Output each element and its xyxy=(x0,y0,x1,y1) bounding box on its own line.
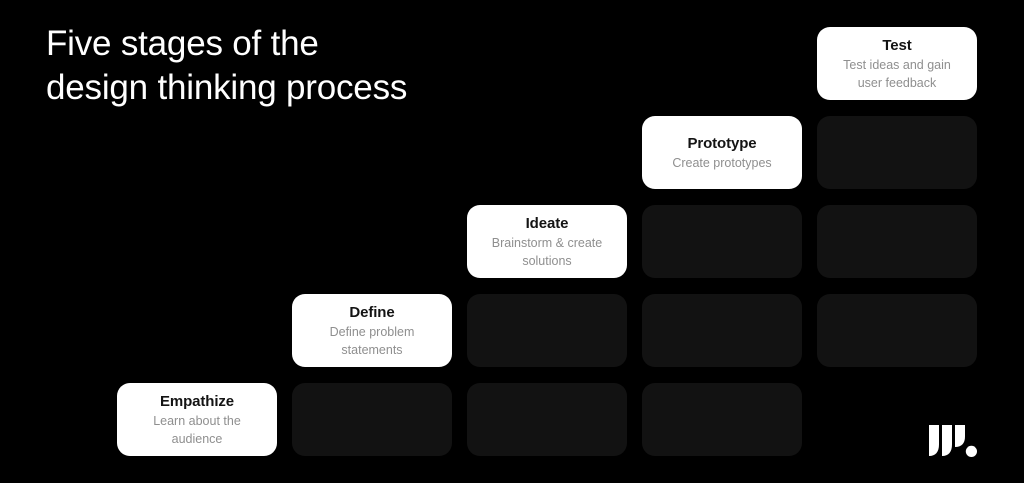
stage-description: Learn about the audience xyxy=(153,414,241,446)
stage-name: Define xyxy=(349,304,395,321)
stage-description: Brainstorm & create solutions xyxy=(491,236,603,268)
page-title: Five stages of the design thinking proce… xyxy=(46,22,407,110)
title-line-2: design thinking process xyxy=(46,68,408,107)
stage-name: Prototype xyxy=(687,135,757,152)
stage-card-ideate: Ideate Brainstorm & create solutions xyxy=(467,205,627,278)
stage-card-define: Define Define problem statements xyxy=(292,294,452,367)
placeholder-card xyxy=(292,383,452,456)
stage-description: Test ideas and gain user feedback xyxy=(843,58,951,90)
w-exclamation-logo-icon xyxy=(929,425,977,457)
stage-card-prototype: Prototype Create prototypes xyxy=(642,116,802,189)
stage-name: Ideate xyxy=(525,215,569,232)
placeholder-card xyxy=(817,116,977,189)
placeholder-card xyxy=(467,383,627,456)
title-line-1: Five stages of the xyxy=(46,24,319,63)
stage-description: Create prototypes xyxy=(672,156,772,170)
stage-name: Empathize xyxy=(159,393,235,410)
stage-description: Define problem statements xyxy=(329,325,415,357)
placeholder-card xyxy=(642,205,802,278)
placeholder-card xyxy=(642,294,802,367)
brand-logo xyxy=(929,425,977,457)
placeholder-card xyxy=(817,205,977,278)
stage-name: Test xyxy=(882,37,912,54)
placeholder-card xyxy=(642,383,802,456)
stage-card-empathize: Empathize Learn about the audience xyxy=(117,383,277,456)
stage-card-test: Test Test ideas and gain user feedback xyxy=(817,27,977,100)
placeholder-card xyxy=(817,294,977,367)
placeholder-card xyxy=(467,294,627,367)
